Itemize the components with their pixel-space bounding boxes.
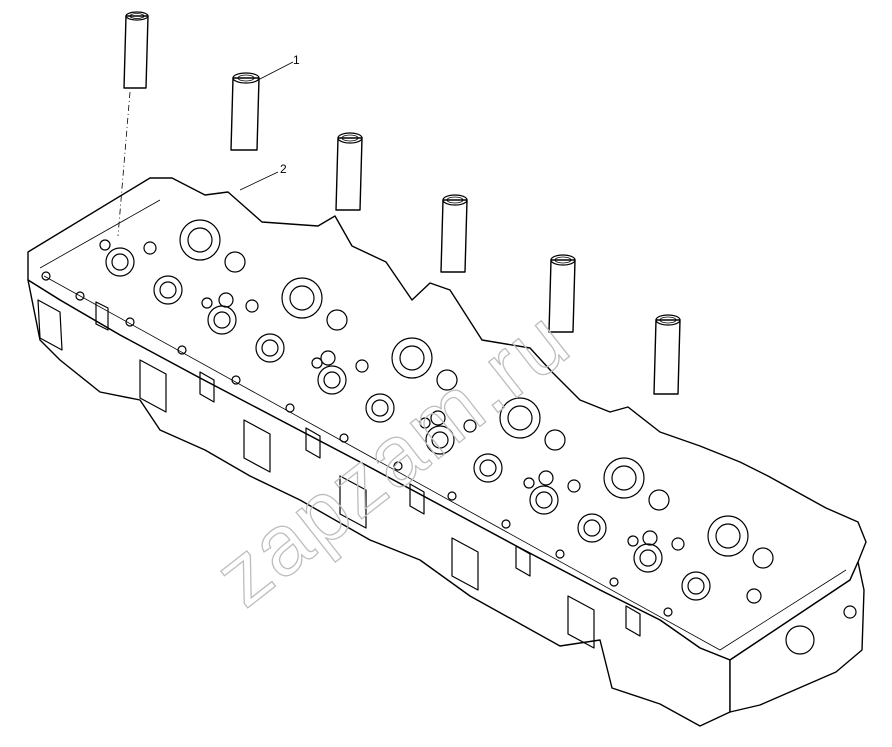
cylinder-head-side-face — [27, 279, 731, 727]
sleeve-3 — [335, 132, 363, 211]
side-face-ports — [37, 271, 857, 655]
sleeve-alignment-line — [117, 91, 131, 237]
sleeve-1 — [123, 11, 149, 89]
cylinder-head — [27, 177, 867, 727]
leader-line-1 — [257, 61, 294, 81]
sleeves — [117, 11, 681, 395]
deck-edge-line — [39, 199, 847, 651]
cylinder-head-end-face — [729, 561, 865, 713]
sleeve-2 — [230, 72, 260, 151]
sleeve-4 — [440, 194, 468, 273]
sleeve-5 — [548, 254, 576, 333]
sleeve-6 — [653, 314, 681, 395]
callout-2: 2 — [280, 162, 287, 176]
leader-line-2 — [239, 171, 279, 191]
valve-bores — [99, 219, 774, 604]
leader-lines — [239, 61, 294, 191]
callout-1: 1 — [293, 53, 300, 67]
